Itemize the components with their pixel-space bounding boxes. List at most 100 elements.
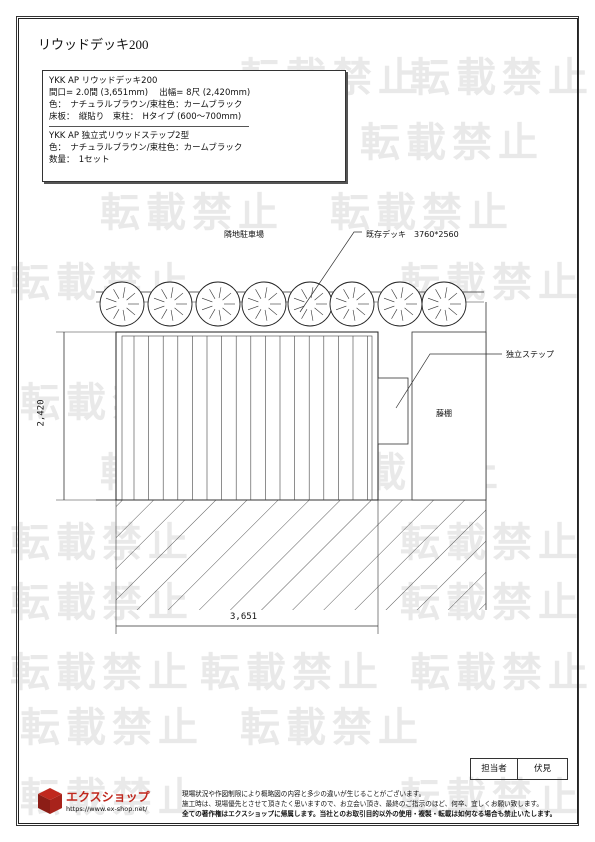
shrub-icon: [147, 281, 193, 327]
shrub-branch: [356, 292, 366, 301]
shrub-branch: [400, 287, 404, 299]
shrub-branch: [293, 305, 305, 311]
step-leader: [395, 353, 502, 409]
drawing-title: リウッドデッキ200: [38, 37, 149, 52]
shrub-branch: [335, 297, 347, 303]
shrub-branch: [126, 307, 136, 316]
watermark: 転載禁止: [10, 650, 194, 696]
spec-line: YKK AP 独立式リウッドステップ2型: [49, 131, 190, 141]
shrub-branch: [222, 292, 232, 301]
watermark: 転載禁止: [410, 650, 594, 696]
shrub-branch: [105, 297, 117, 303]
shrub-branch: [113, 309, 120, 319]
shrub-branch: [209, 309, 216, 319]
note-line: 現場状況や作図制限により概略図の内容と多少の違いが生じることがございます。: [182, 790, 426, 798]
note-line: 施工時は、現場優先とさせて頂きたく思いますので、お立会い頂き、最終のご指示のほど…: [182, 800, 543, 808]
shrub-branch: [161, 289, 168, 299]
existing-deck-label: 既存デッキ 3760*2560: [366, 230, 459, 239]
shrub-branch: [126, 292, 136, 301]
shrub-branch: [268, 307, 278, 316]
shrub-branch: [356, 307, 366, 316]
shrub-branch: [435, 289, 442, 299]
shrub-branch: [174, 292, 184, 301]
shrub-branch: [352, 287, 356, 299]
watermark: 転載禁止: [330, 190, 514, 236]
depth-dimension-text: 2,420: [36, 399, 47, 427]
logo-name: エクスショップ: [66, 790, 150, 804]
new-deck-inner: [121, 335, 373, 501]
shrub-row: [99, 281, 467, 327]
shrub-branch: [247, 305, 259, 311]
shrub-branch: [293, 297, 305, 303]
shrub-branch: [170, 287, 174, 299]
shrub-branch: [310, 287, 314, 299]
spec-line: 色： ナチュラルブラウン/束柱色：カームブラック: [49, 143, 243, 153]
watermark: 転載禁止: [360, 120, 544, 166]
shrub-branch: [255, 309, 262, 319]
trellis-label: 藤棚: [436, 409, 452, 418]
shrub-icon: [421, 281, 467, 327]
watermark: 転載禁止: [240, 705, 424, 751]
watermark: 転載禁止: [410, 55, 594, 101]
drawing-frame: [18, 18, 578, 824]
shrub-branch: [153, 297, 165, 303]
watermark: 転載禁止: [20, 705, 204, 751]
watermark: 転載禁止: [400, 775, 584, 821]
disclaimer-notes: 現場状況や作図制限により概略図の内容と多少の違いが生じることがございます。 施工…: [182, 789, 562, 819]
shrub-branch: [301, 309, 308, 319]
sign-value: 伏見: [533, 764, 551, 774]
spec-line: 数量： 1セット: [49, 155, 110, 165]
existing-deck-leader: [299, 231, 362, 313]
shrub-branch: [444, 309, 448, 321]
shrub-branch: [404, 292, 414, 301]
shrub-branch: [343, 289, 350, 299]
trellis-area: [411, 331, 487, 501]
shrub-branch: [218, 287, 222, 299]
shrub-branch: [201, 297, 213, 303]
shrub-branch: [264, 309, 268, 321]
inner-border: [16, 16, 579, 826]
shrub-branch: [153, 305, 165, 311]
shrub-branch: [170, 309, 174, 321]
shrub-branch: [400, 309, 404, 321]
shrub-branch: [391, 289, 398, 299]
shrub-branch: [122, 309, 126, 321]
deck-boards: [133, 336, 368, 500]
shrub-branch: [383, 297, 395, 303]
spec-line: 床板： 縦貼り 束柱： Hタイプ (600～700mm): [49, 112, 242, 122]
shrub-branch: [435, 309, 442, 319]
parking-label: 隣地駐車場: [224, 230, 264, 239]
company-logo: エクスショップ https://www.ex-shop.net/: [36, 786, 174, 818]
shrub-branch: [218, 309, 222, 321]
sign-key: 担当者: [471, 759, 518, 779]
sign-box: 担当者 伏見: [470, 758, 568, 780]
spec-line: YKK AP リウッドデッキ200: [49, 76, 158, 86]
step-label: 独立ステップ: [506, 350, 554, 359]
watermark: 転載禁止: [200, 650, 384, 696]
shrub-icon: [241, 281, 287, 327]
shrub-icon: [99, 281, 145, 327]
logo-url: https://www.ex-shop.net/: [66, 805, 148, 813]
shrub-branch: [301, 289, 308, 299]
shrub-branch: [105, 305, 117, 311]
shrub-icon: [329, 281, 375, 327]
shrub-branch: [448, 307, 458, 316]
spec-divider: [49, 126, 249, 127]
shrub-branch: [391, 309, 398, 319]
independent-step: [377, 377, 409, 445]
shrub-branch: [314, 292, 324, 301]
note-line: 全ての著作権はエクスショップに帰属します。当社とのお取引目的以外の使用・複製・転…: [182, 810, 557, 818]
watermark: 転載禁止: [100, 190, 284, 236]
shrub-branch: [427, 305, 439, 311]
shrub-branch: [314, 307, 324, 316]
spec-line: 色： ナチュラルブラウン/束柱色：カームブラック: [49, 100, 243, 110]
shrub-branch: [264, 287, 268, 299]
shrub-branch: [174, 307, 184, 316]
spec-box: YKK AP リウッドデッキ200 間口= 2.0間 (3,651mm) 出幅=…: [42, 70, 346, 182]
existing-deck-hatch: [116, 500, 486, 610]
shrub-branch: [448, 292, 458, 301]
shrub-branch: [383, 305, 395, 311]
shrub-branch: [268, 292, 278, 301]
shrub-branch: [352, 309, 356, 321]
